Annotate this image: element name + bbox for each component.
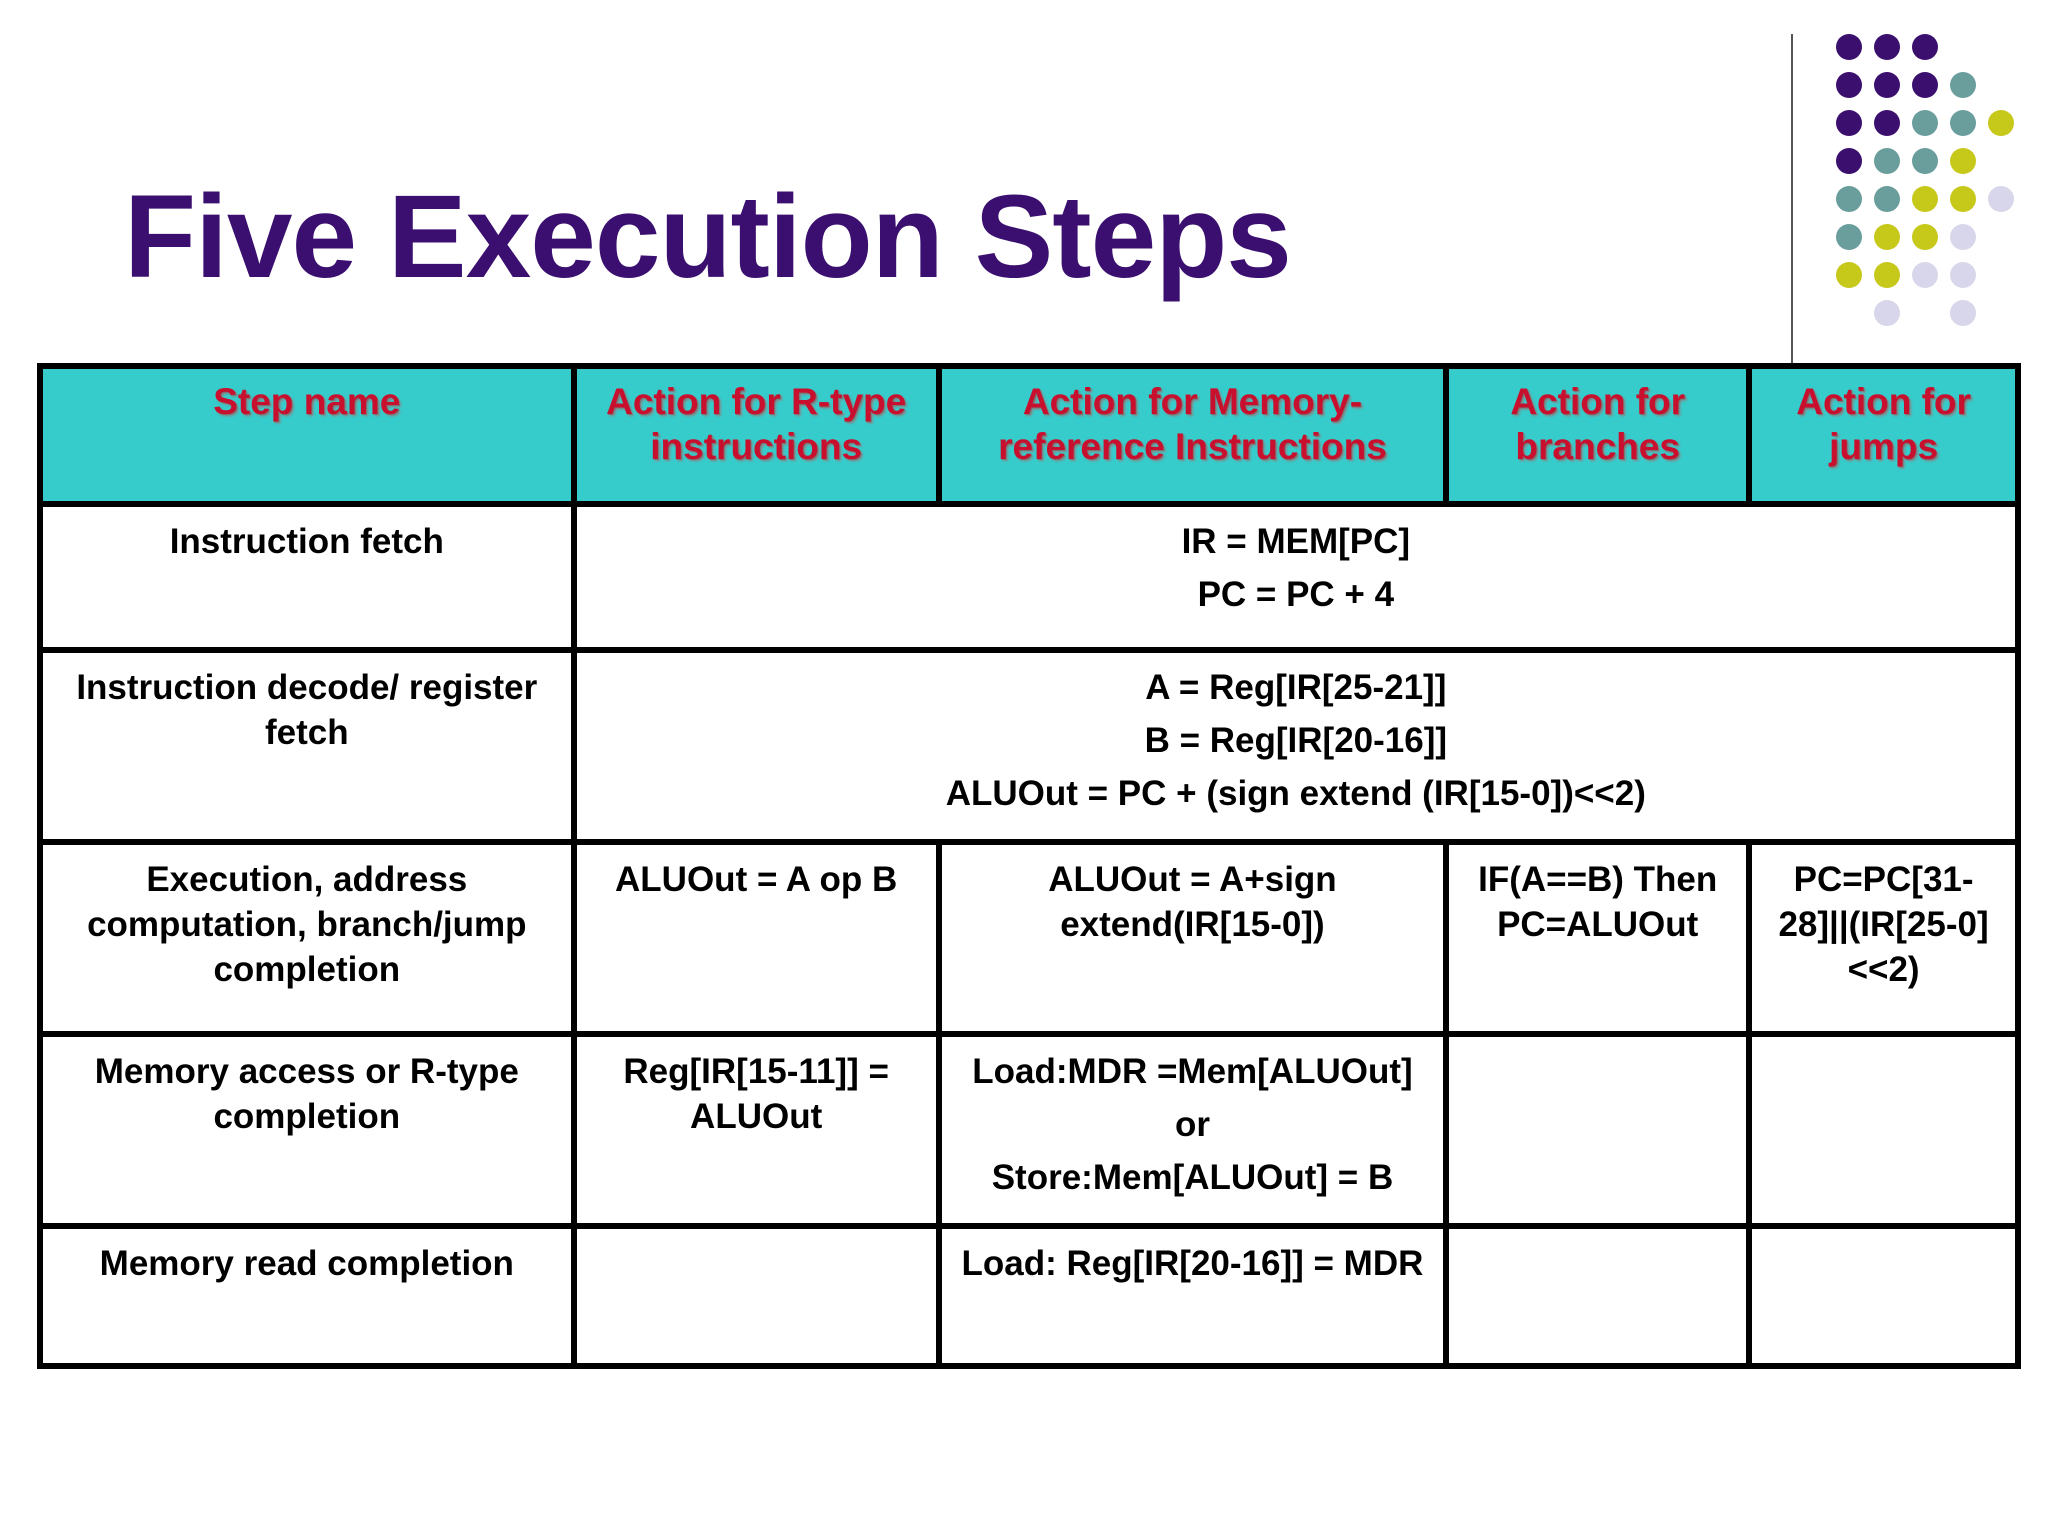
- jump-action-cell: PC=PC[31-28]||(IR[25-0]<<2): [1746, 839, 2021, 1037]
- dot: [1912, 262, 1938, 288]
- dot: [1874, 262, 1900, 288]
- step-name-cell: Execution, address computation, branch/j…: [37, 839, 577, 1037]
- dot: [1912, 148, 1938, 174]
- table-header-row: Step name Action for R-type instructions…: [37, 363, 2021, 507]
- dot: [1950, 72, 1976, 98]
- action-line: PC = PC + 4: [1197, 575, 1395, 614]
- slide-title: Five Execution Steps: [124, 171, 1292, 303]
- dot: [1874, 34, 1900, 60]
- step-name-cell: Memory read completion: [37, 1223, 577, 1369]
- dot: [1950, 110, 1976, 136]
- dot: [1912, 34, 1938, 60]
- table-row: Memory read completion Load: Reg[IR[20-1…: [37, 1223, 2021, 1369]
- rtype-action-cell: ALUOut = A op B: [570, 839, 942, 1037]
- dot: [1950, 224, 1976, 250]
- header-memory-reference: Action for Memory-reference Instructions: [935, 363, 1450, 507]
- decorative-divider-line: [1791, 34, 1793, 364]
- dot: [1950, 186, 1976, 212]
- memory-action-cell: ALUOut = A+sign extend(IR[15-0]): [935, 839, 1450, 1037]
- dot: [1874, 300, 1900, 326]
- dot: [1874, 72, 1900, 98]
- step-name-cell: Memory access or R-type completion: [37, 1031, 577, 1229]
- action-line: ALUOut = PC + (sign extend (IR[15-0])<<2…: [945, 774, 1646, 813]
- action-line: B = Reg[IR[20-16]]: [1144, 721, 1448, 760]
- table-row: Instruction decode/ register fetch A = R…: [37, 647, 2022, 845]
- jump-action-cell: [1746, 1031, 2021, 1229]
- memory-action-cell: Load:MDR =Mem[ALUOut] or Store:Mem[ALUOu…: [935, 1031, 1450, 1229]
- merged-action-cell: IR = MEM[PC] PC = PC + 4: [570, 501, 2022, 653]
- table-row: Memory access or R-type completion Reg[I…: [37, 1031, 2021, 1229]
- action-line: Load:MDR =Mem[ALUOut]: [972, 1052, 1413, 1091]
- dot: [1874, 148, 1900, 174]
- dot: [1988, 110, 2014, 136]
- table-row: Instruction fetch IR = MEM[PC] PC = PC +…: [37, 501, 2022, 653]
- header-rtype: Action for R-type instructions: [570, 363, 942, 507]
- merged-action-cell: A = Reg[IR[25-21]] B = Reg[IR[20-16]] AL…: [570, 647, 2022, 845]
- dot: [1874, 110, 1900, 136]
- dot: [1912, 186, 1938, 212]
- dot: [1836, 186, 1862, 212]
- branch-action-cell: [1443, 1223, 1753, 1369]
- dot: [1912, 110, 1938, 136]
- dot: [1950, 300, 1976, 326]
- dot: [1836, 72, 1862, 98]
- dot: [1950, 262, 1976, 288]
- header-jumps: Action for jumps: [1746, 363, 2021, 507]
- header-branches: Action for branches: [1443, 363, 1753, 507]
- step-name-cell: Instruction fetch: [37, 501, 577, 653]
- dot: [1912, 224, 1938, 250]
- dot: [1836, 110, 1862, 136]
- dot: [1950, 148, 1976, 174]
- branch-action-cell: [1443, 1031, 1753, 1229]
- jump-action-cell: [1746, 1223, 2021, 1369]
- dot: [1836, 34, 1862, 60]
- memory-action-cell: Load: Reg[IR[20-16]] = MDR: [935, 1223, 1450, 1369]
- dot: [1836, 262, 1862, 288]
- action-line: or: [1174, 1105, 1210, 1144]
- dot: [1874, 186, 1900, 212]
- action-line: IR = MEM[PC]: [1181, 522, 1411, 561]
- rtype-action-cell: [570, 1223, 942, 1369]
- step-name-cell: Instruction decode/ register fetch: [37, 647, 577, 845]
- execution-steps-table: Step name Action for R-type instructions…: [37, 363, 2022, 1369]
- table-row: Execution, address computation, branch/j…: [37, 839, 2021, 1037]
- dot: [1874, 224, 1900, 250]
- action-line: Store:Mem[ALUOut] = B: [991, 1158, 1394, 1197]
- action-line: A = Reg[IR[25-21]]: [1145, 668, 1447, 707]
- dot: [1988, 186, 2014, 212]
- rtype-action-cell: Reg[IR[15-11]] = ALUOut: [570, 1031, 942, 1229]
- dot: [1836, 148, 1862, 174]
- dot: [1912, 72, 1938, 98]
- dot: [1836, 224, 1862, 250]
- branch-action-cell: IF(A==B) Then PC=ALUOut: [1443, 839, 1753, 1037]
- header-step-name: Step name: [37, 363, 577, 507]
